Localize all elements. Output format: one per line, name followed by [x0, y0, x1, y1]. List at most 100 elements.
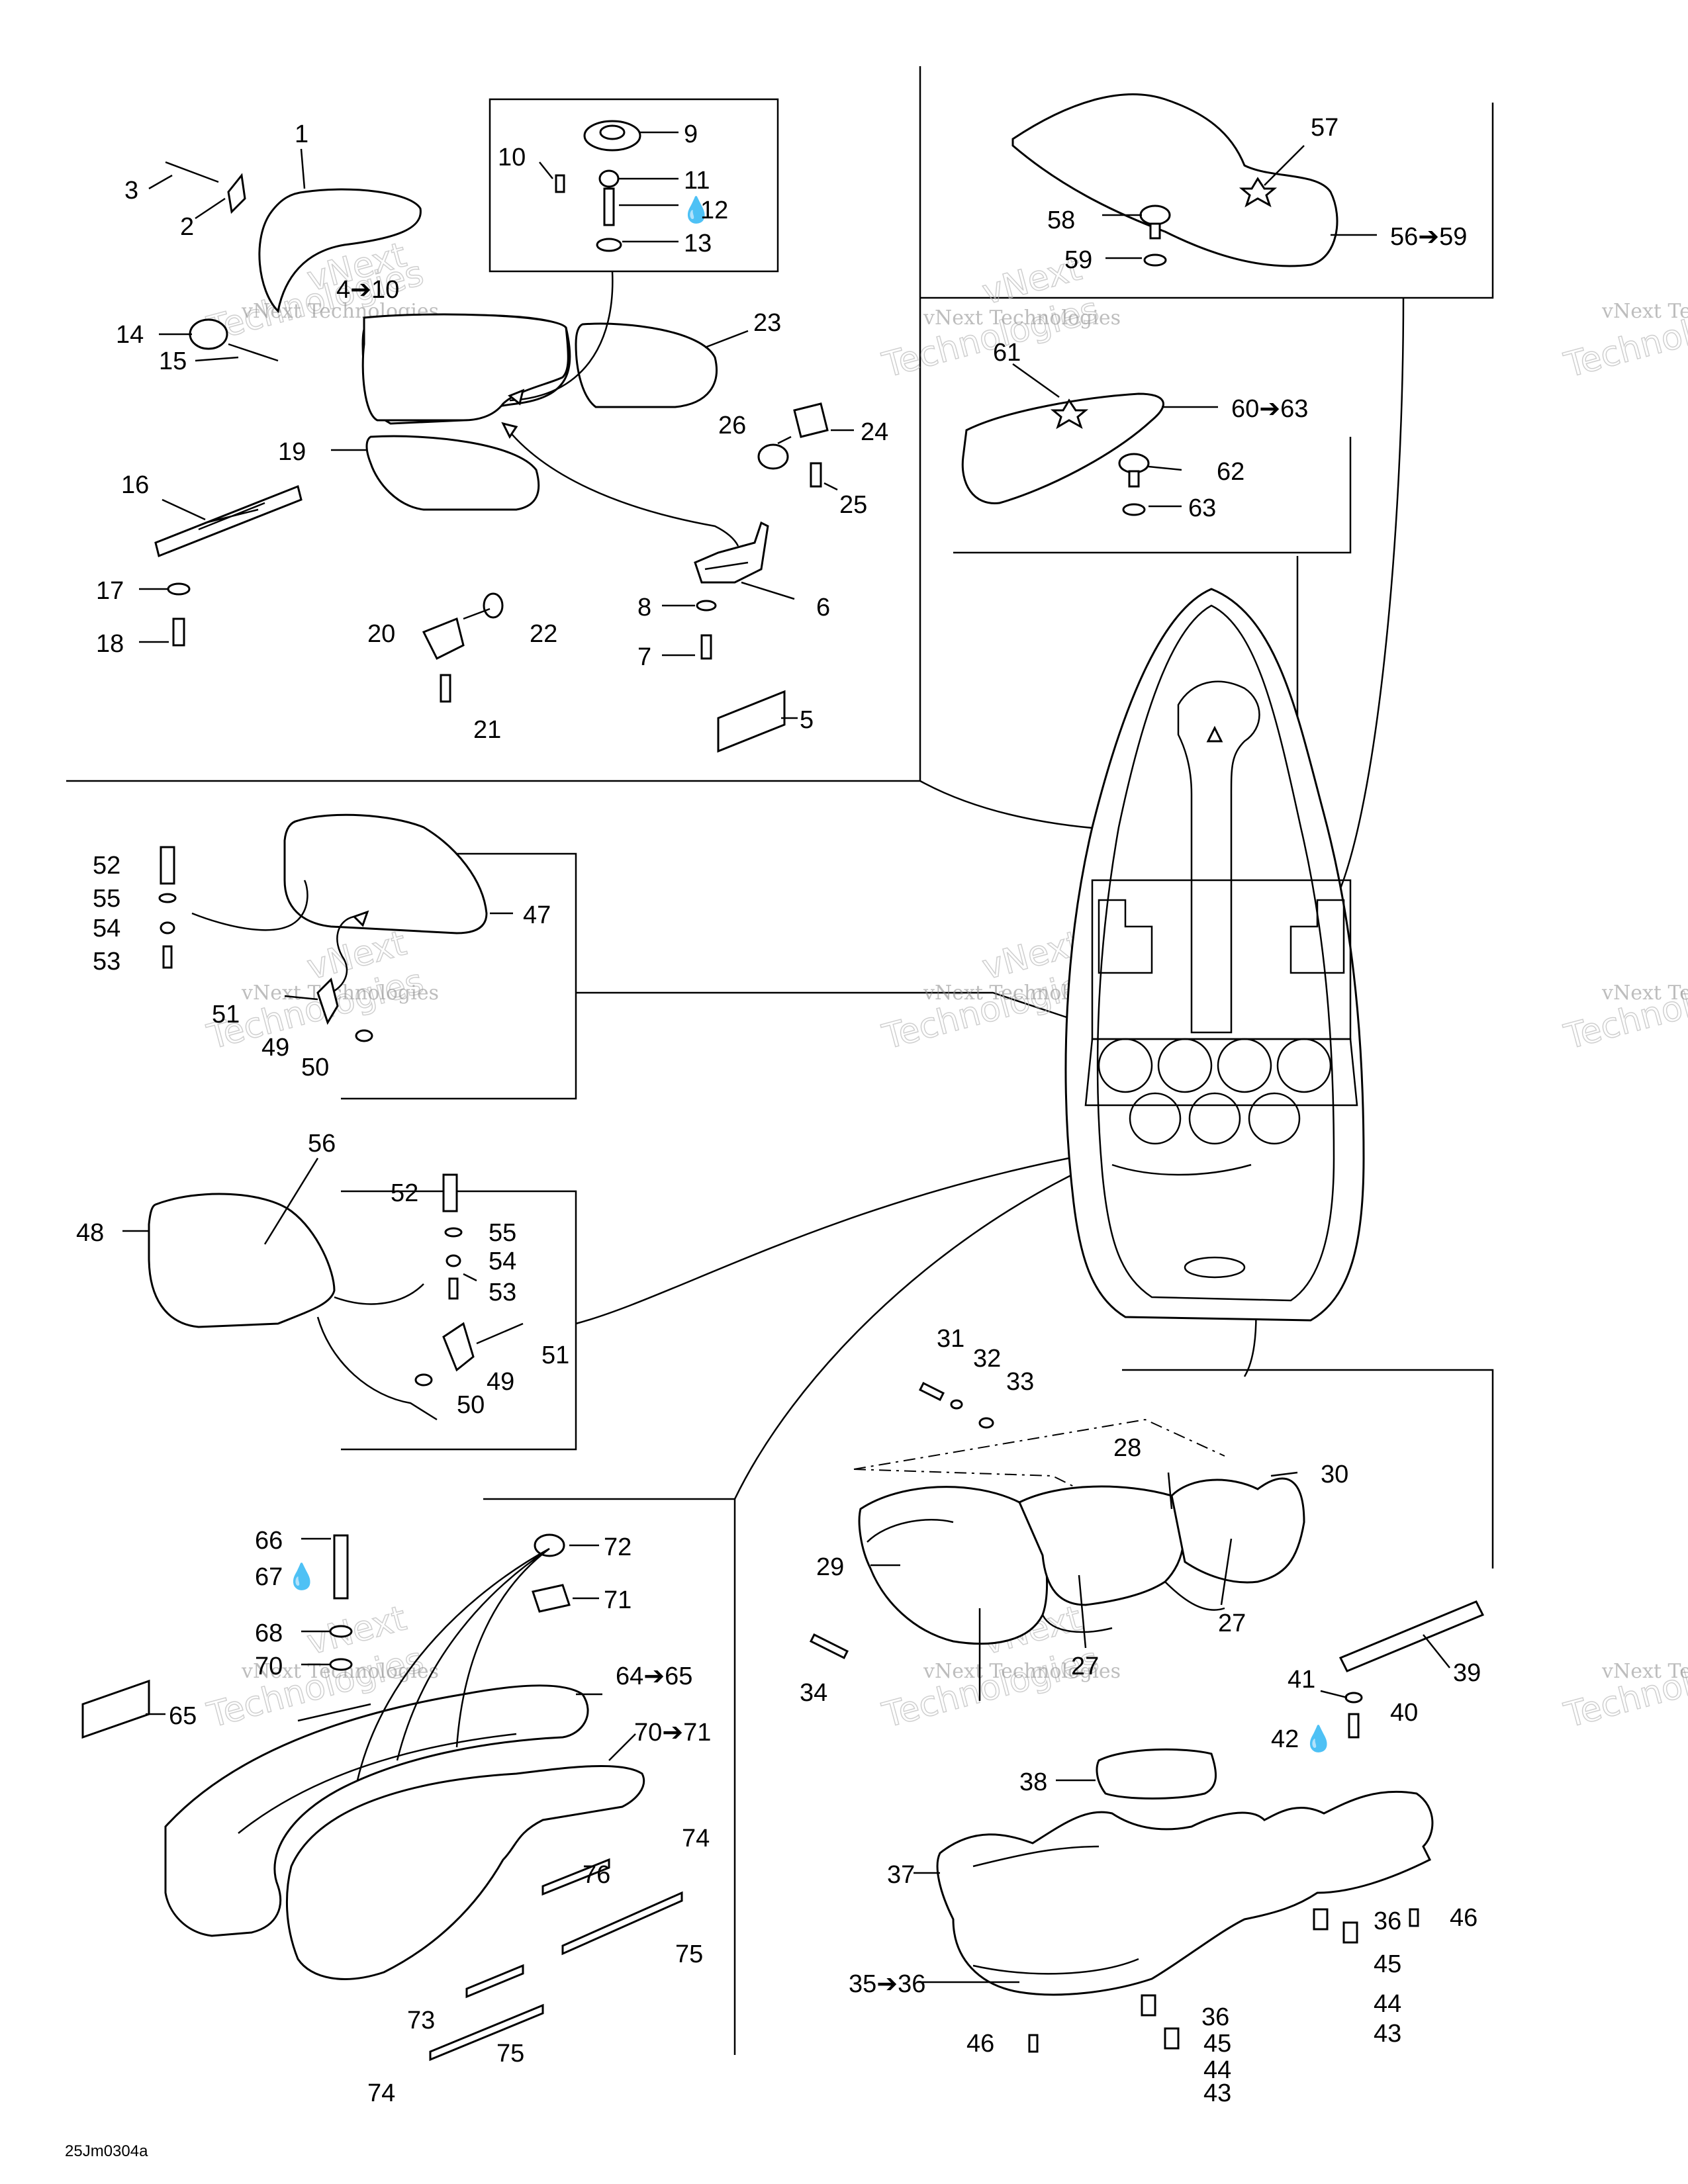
strap-plate-icon — [154, 484, 303, 558]
latch-clip-icon — [165, 161, 246, 214]
callout-53b: 53 — [489, 1279, 516, 1306]
callout-52a: 52 — [93, 852, 120, 880]
callout-72: 72 — [604, 1533, 632, 1561]
svg-text:12: 12 — [700, 197, 728, 224]
callout-14: 14 — [116, 321, 144, 349]
hinge-bracket-right-icon — [757, 402, 829, 488]
callout-49a: 49 — [261, 1034, 289, 1062]
svg-text:Technologies: Technologies — [1560, 1640, 1688, 1736]
callout-48: 48 — [76, 1219, 104, 1247]
hinge-bracket-icon — [422, 592, 504, 703]
svg-text:vNext Technologies: vNext Technologies — [1601, 1660, 1688, 1683]
callout-75a: 75 — [675, 1940, 703, 1968]
callout-6: 6 — [816, 594, 830, 621]
callout-51b: 51 — [541, 1342, 569, 1369]
svg-text:42: 42 — [1271, 1725, 1299, 1753]
standoff-52b-icon — [442, 1173, 458, 1212]
callout-66: 66 — [255, 1527, 283, 1555]
callout-62: 62 — [1217, 458, 1244, 486]
washer-63-icon — [1122, 503, 1146, 516]
callout-4-10: 4➔10 — [336, 276, 399, 304]
washer-50b-icon — [414, 1373, 433, 1387]
callout-35-36: 35➔36 — [849, 1970, 925, 1998]
washer-59-icon — [1143, 253, 1167, 267]
callout-23: 23 — [753, 309, 781, 337]
screw-53-icon — [162, 945, 173, 969]
washer-68-icon — [329, 1625, 353, 1638]
callout-75b: 75 — [496, 2040, 524, 2068]
callout-63: 63 — [1188, 494, 1216, 522]
svg-text:Technologies: Technologies — [1560, 962, 1688, 1058]
callout-50a: 50 — [301, 1054, 329, 1081]
callout-74a: 74 — [682, 1825, 710, 1852]
callout-50b: 50 — [457, 1391, 485, 1419]
washer-55b-icon — [444, 1227, 463, 1238]
svg-text:vNext Technologies: vNext Technologies — [1601, 300, 1688, 323]
callout-36b: 36 — [1374, 1907, 1401, 1935]
callout-18: 18 — [96, 630, 124, 658]
callout-38: 38 — [1019, 1768, 1047, 1796]
hull-top-view — [1064, 588, 1365, 1322]
pushpin-58-icon — [1139, 205, 1171, 240]
callout-3: 3 — [124, 177, 138, 205]
seat-cushion-48 — [148, 1173, 524, 1421]
standoff-52-icon — [160, 846, 175, 885]
callout-64-65: 64➔65 — [616, 1662, 692, 1690]
decal-icon — [717, 690, 786, 753]
callout-17: 17 — [96, 577, 124, 605]
screw-31-icon — [918, 1381, 945, 1402]
callout-55a: 55 — [93, 885, 120, 913]
callout-43b: 43 — [1374, 2020, 1401, 2048]
star-57-icon — [1239, 177, 1278, 208]
bolt-66-icon — [333, 1534, 349, 1600]
bracket-39-icon — [1338, 1600, 1485, 1672]
screw-7-icon — [700, 634, 712, 660]
washer-6-icon — [696, 600, 717, 612]
leader-lines — [122, 131, 1450, 1983]
callout-9: 9 — [684, 120, 698, 148]
screw-40-icon — [1348, 1713, 1360, 1739]
callout-55b: 55 — [489, 1219, 516, 1247]
svg-text:💧: 💧 — [680, 195, 712, 224]
callout-36a: 36 — [1201, 2003, 1229, 2031]
washer-69-icon — [329, 1658, 353, 1671]
callout-56-59: 56➔59 — [1390, 223, 1467, 251]
callout-labels: 1 2 3 4➔10 5 6 7 8 9 10 11 💧 12 13 14 15… — [76, 114, 1481, 2107]
pushpin-62-icon — [1118, 453, 1150, 488]
callout-49b: 49 — [487, 1368, 514, 1396]
svg-text:67: 67 — [255, 1563, 283, 1591]
callout-52b: 52 — [391, 1179, 418, 1207]
seat-cushion-47 — [158, 813, 488, 1042]
body-panel-64-70 — [81, 1533, 683, 2062]
callout-25: 25 — [839, 491, 867, 519]
callout-39: 39 — [1453, 1659, 1481, 1687]
svg-text:vNext Technologies: vNext Technologies — [923, 1660, 1121, 1683]
callout-44a: 44 — [1203, 2056, 1231, 2084]
callout-16: 16 — [121, 471, 149, 499]
callout-67: 67 💧 — [255, 1562, 317, 1591]
callout-24: 24 — [861, 418, 888, 446]
callout-43a: 43 — [1203, 2079, 1231, 2107]
washer-icon — [167, 582, 191, 596]
callout-34: 34 — [800, 1679, 827, 1707]
callout-27a: 27 — [1218, 1610, 1246, 1637]
washer-32-icon — [950, 1399, 963, 1410]
callout-7: 7 — [637, 643, 651, 671]
callout-74b: 74 — [367, 2079, 395, 2107]
decal-65-icon — [81, 1679, 150, 1739]
grommet-36c-icon — [1313, 1908, 1329, 1931]
callout-76: 76 — [583, 1861, 610, 1889]
star-61-icon — [1050, 398, 1089, 430]
callout-30: 30 — [1321, 1461, 1348, 1488]
reference-code: 25Jm0304a — [65, 2142, 148, 2160]
svg-text:vNext Technologies: vNext Technologies — [241, 981, 439, 1005]
svg-text:💧: 💧 — [1303, 1724, 1334, 1753]
strip-74a-icon — [561, 1891, 683, 1956]
callout-44b: 44 — [1374, 1990, 1401, 2018]
callout-31: 31 — [937, 1325, 964, 1353]
callout-71: 71 — [604, 1586, 632, 1614]
callout-60-63: 60➔63 — [1231, 395, 1308, 423]
callout-54b: 54 — [489, 1248, 516, 1275]
strip-74c-icon — [541, 1858, 610, 1896]
callout-42: 42 💧 — [1271, 1724, 1334, 1753]
